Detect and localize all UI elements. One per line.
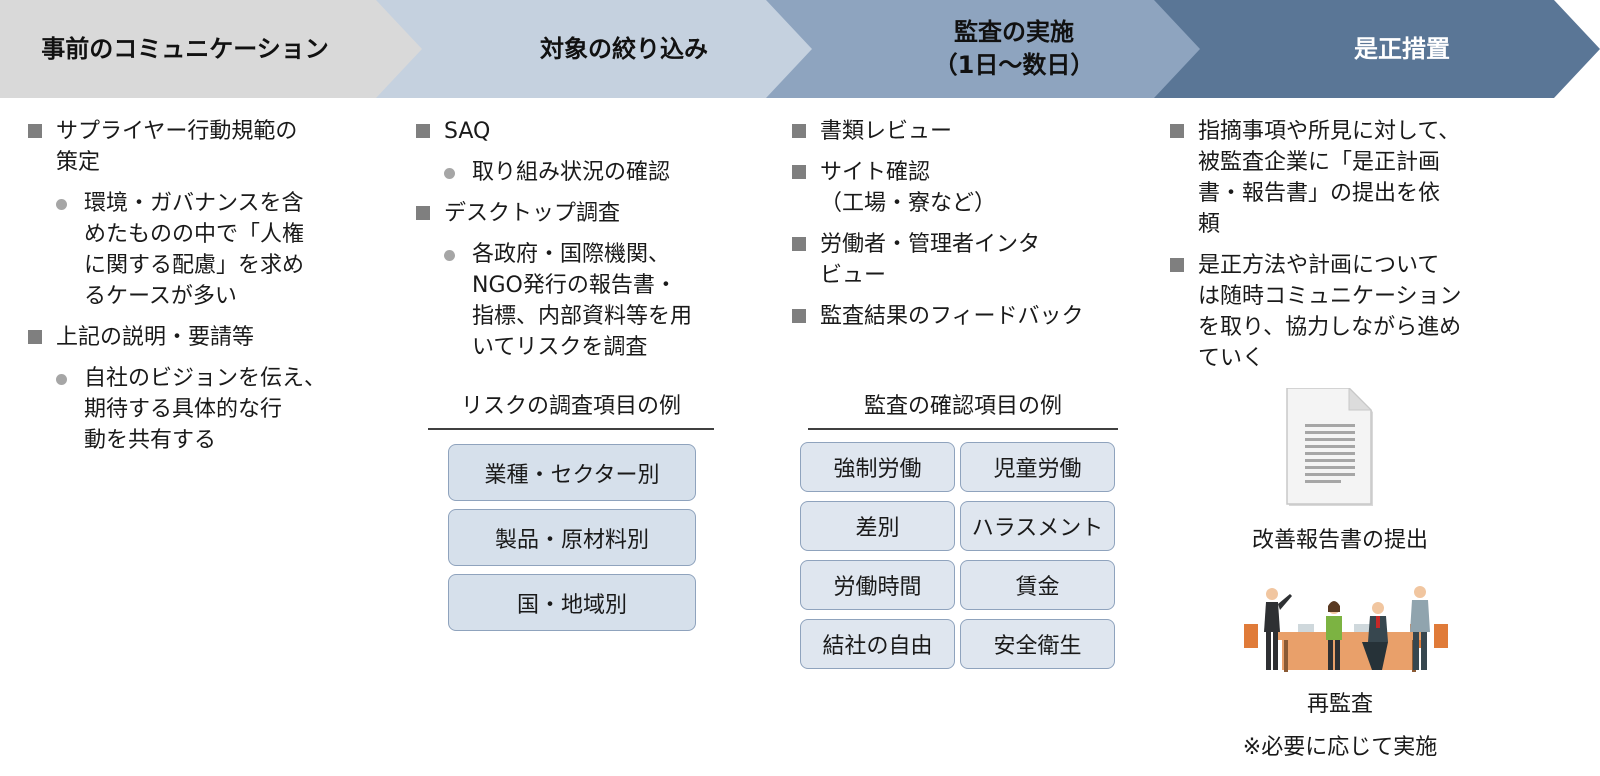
bullet-text: 被監査企業に「是正計画 bbox=[1198, 150, 1441, 175]
sub-bullet-text: 動を共有する bbox=[84, 428, 217, 453]
square-bullet-icon bbox=[792, 124, 806, 138]
step-1-chevron: 事前のコミュニケーション bbox=[0, 0, 440, 98]
square-bullet-icon bbox=[416, 206, 430, 220]
bullet-text: を取り、協力しながら進め bbox=[1198, 315, 1462, 340]
audit-item-box: 労働時間 bbox=[800, 560, 955, 610]
step-3-label-line2: （1日～数日） bbox=[933, 51, 1095, 79]
bullet-item: SAQ bbox=[416, 116, 756, 147]
bullet-text: 労働者・管理者インタ bbox=[820, 232, 1041, 257]
bullet-text: ていく bbox=[1198, 346, 1265, 371]
report-caption: 改善報告書の提出 bbox=[1251, 528, 1428, 553]
sub-bullet-text: NGO発行の報告書・ bbox=[472, 273, 677, 298]
step-1-label: 事前のコミュニケーション bbox=[41, 34, 329, 63]
bullet-text: ビュー bbox=[820, 263, 887, 288]
sub-bullet-text: 期待する具体的な行 bbox=[84, 397, 283, 422]
risk-item-box: 業種・セクター別 bbox=[448, 444, 696, 501]
bullet-text: 書・報告書」の提出を依 bbox=[1198, 181, 1441, 206]
audit-item-box: 結社の自由 bbox=[800, 619, 955, 669]
bullet-item: 労働者・管理者インタ ビュー bbox=[792, 229, 1132, 291]
reaudit-caption: 再監査 bbox=[1306, 692, 1373, 717]
step-3-label: 監査の実施 （1日～数日） bbox=[934, 16, 1095, 82]
bullet-text: 上記の説明・要請等 bbox=[56, 325, 255, 350]
column-target-narrowing: SAQ 取り組み状況の確認 デスクトップ調査 各政府・国際機関、 NGO発行の報… bbox=[416, 116, 756, 373]
bullet-text: サプライヤー行動規範の bbox=[56, 119, 298, 144]
column-audit-execution: 書類レビュー サイト確認 （工場・寮など） 労働者・管理者インタ ビュー 監査結… bbox=[792, 116, 1132, 342]
step-4-label: 是正措置 bbox=[1354, 34, 1450, 63]
sub-bullet-item: 自社のビジョンを伝え、 期待する具体的な行 動を共有する bbox=[28, 363, 368, 456]
audit-item-box: 児童労働 bbox=[960, 442, 1115, 492]
bullet-item: 是正方法や計画について は随時コミュニケーション を取り、協力しながら進め てい… bbox=[1170, 250, 1500, 374]
sub-bullet-text: に関する配慮」を求め bbox=[84, 253, 305, 278]
circle-bullet-icon bbox=[444, 168, 455, 179]
audit-item-box: 安全衛生 bbox=[960, 619, 1115, 669]
square-bullet-icon bbox=[792, 309, 806, 323]
bullet-text: SAQ bbox=[444, 119, 491, 144]
sub-bullet-text: 自社のビジョンを伝え、 bbox=[84, 366, 327, 391]
bullet-item: 上記の説明・要請等 bbox=[28, 322, 368, 353]
document-icon bbox=[1286, 388, 1373, 506]
sub-bullet-item: 環境・ガバナンスを含 めたものの中で「人権 に関する配慮」を求め るケースが多い bbox=[28, 188, 368, 312]
sub-bullet-item: 各政府・国際機関、 NGO発行の報告書・ 指標、内部資料等を用 いてリスクを調査 bbox=[416, 239, 756, 363]
audit-item-box: 賃金 bbox=[960, 560, 1115, 610]
sub-bullet-text: 指標、内部資料等を用 bbox=[472, 304, 693, 329]
bullet-text: 指摘事項や所見に対して、 bbox=[1198, 119, 1461, 144]
audit-item-box: ハラスメント bbox=[960, 501, 1115, 551]
square-bullet-icon bbox=[28, 330, 42, 344]
audit-item-box: 強制労働 bbox=[800, 442, 955, 492]
sub-bullet-text: めたものの中で「人権 bbox=[84, 222, 305, 247]
bullet-text: 書類レビュー bbox=[820, 119, 953, 144]
bullet-text: デスクトップ調査 bbox=[444, 201, 621, 226]
meeting-icon bbox=[1244, 586, 1448, 672]
bullet-item: サプライヤー行動規範の 策定 bbox=[28, 116, 368, 178]
square-bullet-icon bbox=[792, 237, 806, 251]
step-3-chevron: 監査の実施 （1日～数日） bbox=[766, 0, 1222, 98]
circle-bullet-icon bbox=[56, 374, 67, 385]
circle-bullet-icon bbox=[56, 199, 67, 210]
audit-item-box: 差別 bbox=[800, 501, 955, 551]
sub-bullet-text: るケースが多い bbox=[84, 284, 237, 309]
bullet-item: 指摘事項や所見に対して、 被監査企業に「是正計画 書・報告書」の提出を依 頼 bbox=[1170, 116, 1500, 240]
bullet-text: 是正方法や計画について bbox=[1198, 253, 1440, 278]
bullet-item: サイト確認 （工場・寮など） bbox=[792, 157, 1132, 219]
bullet-item: 監査結果のフィードバック bbox=[792, 301, 1132, 332]
square-bullet-icon bbox=[28, 124, 42, 138]
sub-bullet-text: 取り組み状況の確認 bbox=[472, 160, 671, 185]
risk-item-box: 製品・原材料別 bbox=[448, 509, 696, 566]
risk-item-box: 国・地域別 bbox=[448, 574, 696, 631]
column-pre-communication: サプライヤー行動規範の 策定 環境・ガバナンスを含 めたものの中で「人権 に関す… bbox=[28, 116, 368, 466]
audit-items-section-title: 監査の確認項目の例 bbox=[808, 392, 1118, 430]
bullet-text: は随時コミュニケーション bbox=[1198, 284, 1462, 309]
reaudit-note: ※必要に応じて実施 bbox=[1242, 735, 1438, 760]
sub-bullet-text: いてリスクを調査 bbox=[472, 335, 648, 360]
column-corrective-action: 指摘事項や所見に対して、 被監査企業に「是正計画 書・報告書」の提出を依 頼 是… bbox=[1170, 116, 1500, 384]
sub-bullet-text: 環境・ガバナンスを含 bbox=[84, 191, 304, 216]
risk-items-section-title: リスクの調査項目の例 bbox=[428, 392, 714, 430]
bullet-text: 策定 bbox=[56, 150, 101, 175]
bullet-text: 監査結果のフィードバック bbox=[820, 304, 1084, 329]
square-bullet-icon bbox=[1170, 258, 1184, 272]
bullet-text: サイト確認 bbox=[820, 160, 931, 185]
circle-bullet-icon bbox=[444, 250, 455, 261]
square-bullet-icon bbox=[792, 165, 806, 179]
step-3-label-line1: 監査の実施 bbox=[953, 18, 1074, 46]
square-bullet-icon bbox=[416, 124, 430, 138]
bullet-text: 頼 bbox=[1198, 212, 1221, 237]
square-bullet-icon bbox=[1170, 124, 1184, 138]
step-4-chevron: 是正措置 bbox=[1154, 0, 1600, 98]
step-2-chevron: 対象の絞り込み bbox=[376, 0, 832, 98]
bullet-text: （工場・寮など） bbox=[820, 191, 997, 216]
bullet-item: 書類レビュー bbox=[792, 116, 1132, 147]
step-2-label: 対象の絞り込み bbox=[540, 34, 708, 63]
sub-bullet-text: 各政府・国際機関、 bbox=[472, 242, 671, 267]
bullet-item: デスクトップ調査 bbox=[416, 198, 756, 229]
sub-bullet-item: 取り組み状況の確認 bbox=[416, 157, 756, 188]
